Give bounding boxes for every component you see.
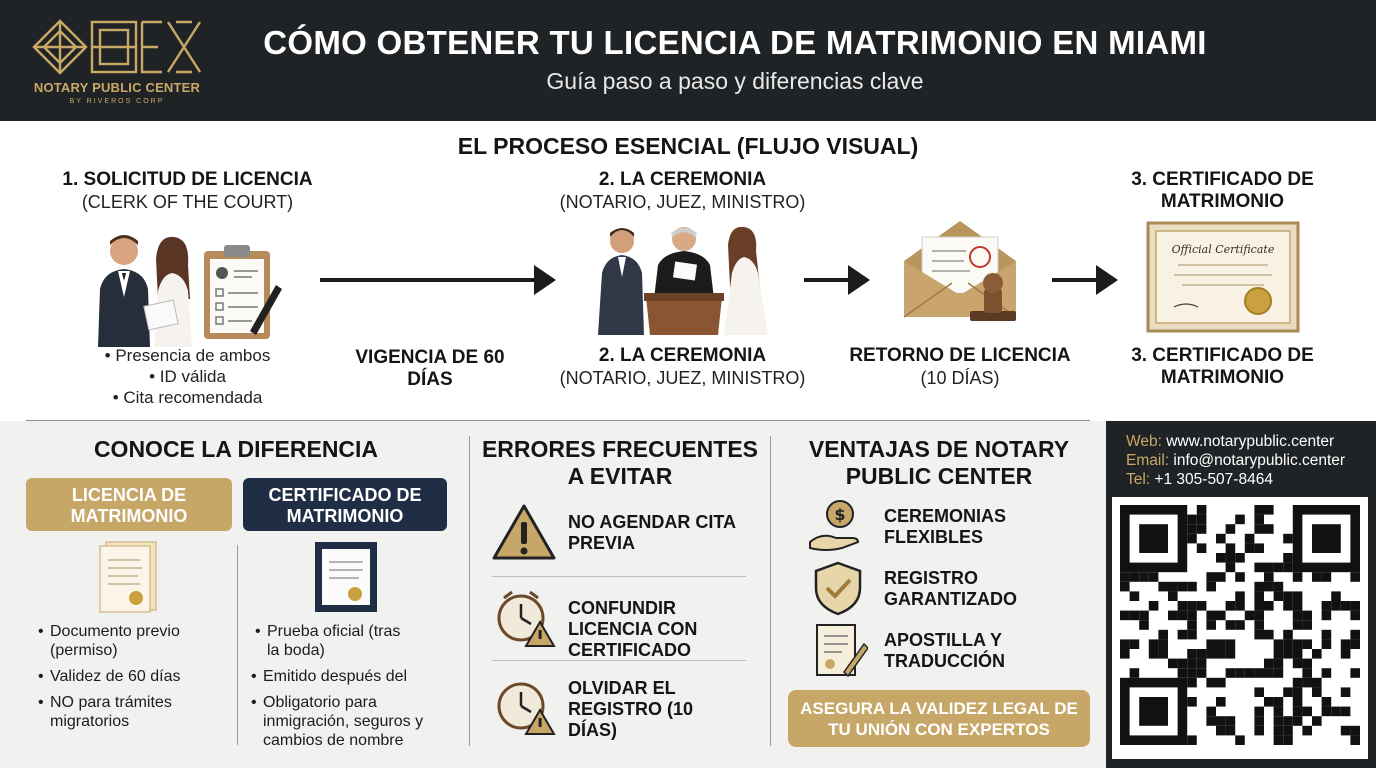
row-divider	[492, 660, 746, 661]
shield-check-icon	[814, 561, 862, 616]
envelope-stamp-icon	[903, 221, 1017, 321]
header-banner: NOTARY PUBLIC CENTER BY RIVEROS CORP CÓM…	[0, 0, 1376, 121]
column-divider	[469, 436, 470, 746]
warning-icon	[492, 504, 556, 560]
list-item: Presencia de ambos	[40, 345, 335, 366]
errors-title: ERRORES FRECUENTES A EVITAR	[481, 436, 759, 489]
contact-phone[interactable]: Tel: +1 305-507-8464	[1126, 470, 1273, 489]
contact-web[interactable]: Web: www.notarypublic.center	[1126, 432, 1334, 451]
ceremony-icon	[598, 226, 768, 335]
step2-title-top: 2. LA CEREMONIA	[598, 169, 767, 190]
step1-title: 1. SOLICITUD DE LICENCIA	[62, 169, 313, 190]
error-item-1: NO AGENDAR CITA PREVIA	[568, 512, 736, 553]
list-item: NO para trámites migratorios	[38, 693, 228, 731]
phone-label: Tel:	[1126, 471, 1151, 488]
step3-title-top: 3. CERTIFICADO DE MATRIMONIO	[1131, 169, 1314, 212]
step2-title-bottom: 2. LA CEREMONIA	[598, 345, 767, 366]
list-item: Prueba oficial (tras la boda)	[255, 622, 405, 660]
certificate-icon: Official Certificate	[1146, 221, 1300, 333]
logo-name: NOTARY PUBLIC CENTER	[33, 80, 201, 95]
process-title: EL PROCESO ESENCIAL (FLUJO VISUAL)	[457, 133, 919, 159]
list-item: Validez de 60 días	[38, 667, 228, 686]
list-item: Emitido después del	[251, 667, 451, 686]
phone-link[interactable]: +1 305-507-8464	[1154, 471, 1273, 488]
list-item: Documento previo (permiso)	[38, 622, 228, 660]
arrow-right-icon	[320, 265, 556, 295]
validity-label: VIGENCIA DE 60 DÍAS	[355, 347, 505, 390]
advantage-item-1: CEREMONIAS FLEXIBLES	[884, 506, 1007, 547]
difference-title: CONOCE LA DIFERENCIA	[93, 436, 379, 462]
clock-warning-icon	[497, 682, 556, 735]
step3-title-bottom: 3. CERTIFICADO DE MATRIMONIO	[1131, 345, 1314, 388]
list-item: ID válida	[40, 366, 335, 387]
list-item: Cita recomendada	[40, 387, 335, 408]
email-label: Email:	[1126, 452, 1170, 469]
qr-code-icon[interactable]	[1112, 497, 1368, 759]
logo-mark-icon	[32, 19, 202, 75]
certificate-heading: Official Certificate	[1172, 243, 1275, 256]
column-divider	[770, 436, 771, 746]
advantages-title: VENTAJAS DE NOTARY PUBLIC CENTER	[808, 436, 1070, 489]
column-divider	[237, 545, 238, 745]
step2-subtitle-top: (NOTARIO, JUEZ, MINISTRO)	[559, 192, 806, 212]
cta-banner[interactable]: ASEGURA LA VALIDEZ LEGAL DE TU UNIÓN CON…	[788, 690, 1090, 747]
license-label: LICENCIA DE MATRIMONIO	[26, 478, 232, 531]
step1-bullets: Presencia de ambos ID válida Cita recome…	[40, 345, 335, 408]
list-item: Obligatorio para inmigración, seguros y …	[251, 693, 451, 750]
advantage-item-2: REGISTRO GARANTIZADO	[884, 568, 1017, 609]
certificate-document-icon	[315, 542, 377, 612]
logo-subtitle: BY RIVEROS CORP	[69, 98, 165, 105]
money-hand-icon: $	[809, 500, 860, 551]
web-link[interactable]: www.notarypublic.center	[1166, 433, 1335, 450]
contact-panel: Web: www.notarypublic.center Email: info…	[1106, 421, 1376, 768]
document-pen-icon	[816, 624, 868, 678]
certificate-label: CERTIFICADO DE MATRIMONIO	[243, 478, 447, 531]
step1-subtitle: (CLERK OF THE COURT)	[81, 192, 294, 212]
row-divider	[492, 576, 746, 577]
logo: NOTARY PUBLIC CENTER BY RIVEROS CORP	[28, 16, 206, 112]
svg-text:$: $	[834, 505, 845, 524]
clock-warning-icon	[497, 590, 556, 647]
certificate-points: Prueba oficial (tras la boda) Emitido de…	[251, 622, 451, 757]
page-subtitle: Guía paso a paso y diferencias clave	[546, 68, 924, 94]
return-title: RETORNO DE LICENCIA	[849, 345, 1071, 366]
step2-subtitle-bottom: (NOTARIO, JUEZ, MINISTRO)	[559, 368, 806, 388]
error-item-3: OLVIDAR EL REGISTRO (10 DÍAS)	[568, 678, 694, 740]
section-divider	[26, 420, 1090, 421]
page-title: CÓMO OBTENER TU LICENCIA DE MATRIMONIO E…	[263, 24, 1207, 61]
email-link[interactable]: info@notarypublic.center	[1173, 452, 1346, 469]
arrow-right-icon	[804, 265, 870, 295]
arrow-right-icon	[1052, 265, 1118, 295]
license-document-icon	[99, 541, 157, 613]
process-section: EL PROCESO ESENCIAL (FLUJO VISUAL) 1. SO…	[0, 121, 1376, 421]
contact-email[interactable]: Email: info@notarypublic.center	[1126, 451, 1345, 470]
error-item-2: CONFUNDIR LICENCIA CON CERTIFICADO	[568, 598, 698, 660]
advantage-item-3: APOSTILLA Y TRADUCCIÓN	[884, 630, 1005, 671]
license-points: Documento previo (permiso) Validez de 60…	[38, 622, 228, 738]
return-subtitle: (10 DÍAS)	[920, 368, 1000, 388]
web-label: Web:	[1126, 433, 1162, 450]
couple-application-icon	[98, 235, 282, 347]
